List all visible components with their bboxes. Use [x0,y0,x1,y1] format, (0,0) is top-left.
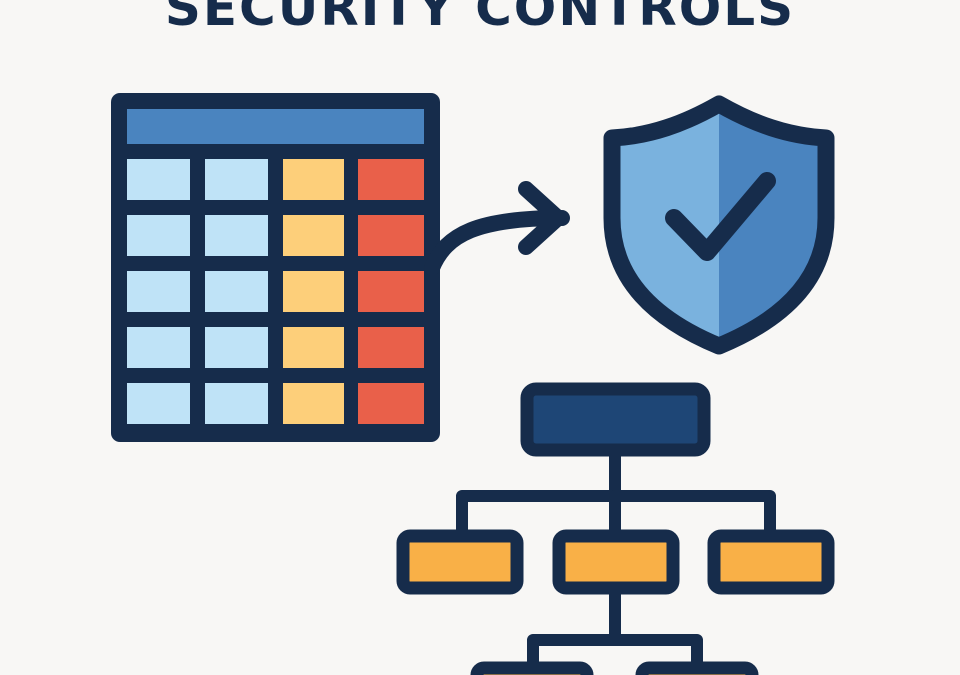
org-node-bottom-right [635,661,759,675]
org-node-middle [552,529,680,595]
arrow-shaft [424,210,570,276]
table-cell [127,327,190,368]
table-cell [127,383,190,424]
table-cells [127,159,424,424]
shield-check-icon [603,95,835,355]
table-cell [127,271,190,312]
table-cell [283,271,344,312]
org-node-right [707,529,835,595]
table-cell [205,271,268,312]
shield-outline [603,95,835,355]
arrow-head [518,181,566,255]
curved-arrow-right-icon [424,181,570,276]
table-cell [205,215,268,256]
org-connectors [456,444,776,675]
connector-second-branch [527,634,703,675]
spreadsheet-table-icon [111,93,440,442]
table-cell [127,159,190,200]
check-mark-icon [665,172,776,261]
table-cell [205,159,268,200]
table-cell [283,215,344,256]
page-title: SECURITY CONTROLS [164,0,796,37]
table-cell [205,327,268,368]
table-cell [358,215,424,256]
org-node-left [396,529,524,595]
table-cell [283,159,344,200]
table-cell [358,383,424,424]
org-root-node [520,382,711,457]
table-cell [283,327,344,368]
connector-branch-right [609,490,776,536]
table-frame [111,93,440,442]
table-header-bar [127,109,424,144]
table-cell [205,383,268,424]
table-cell [358,159,424,200]
org-chart-hierarchy-icon [396,382,835,675]
connector-branch-left [456,490,621,536]
table-cell [127,215,190,256]
table-cell [358,327,424,368]
table-cell [358,271,424,312]
table-cell [283,383,344,424]
org-node-bottom-left [470,661,594,675]
